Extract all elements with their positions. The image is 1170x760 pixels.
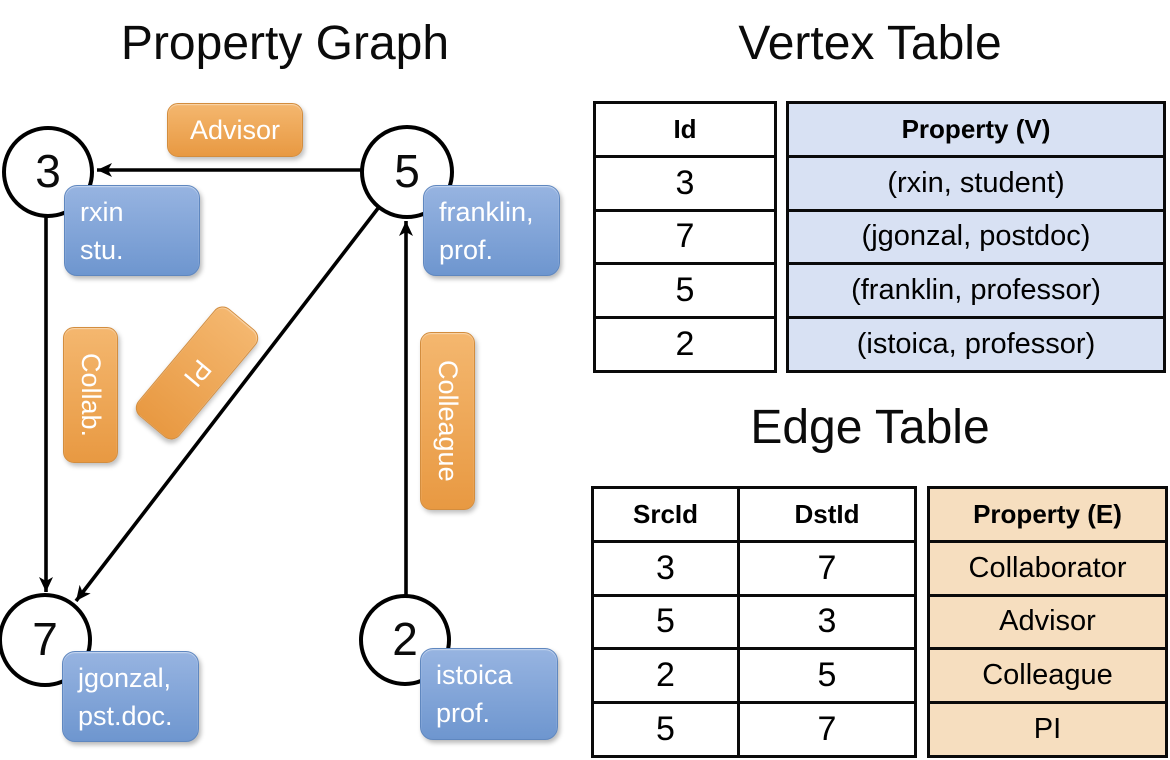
edge-table-property-column: Property (E) Collaborator Advisor Collea… <box>927 486 1168 758</box>
node-id-2: 2 <box>392 612 418 665</box>
node-id-5: 5 <box>394 144 420 197</box>
table-row: PI <box>1033 713 1062 746</box>
node-id-3: 3 <box>35 144 61 197</box>
vertex-property-line: stu. <box>80 235 124 265</box>
table-cell: 5 <box>594 596 740 648</box>
table-cell: 7 <box>817 548 837 587</box>
vertex-property-line: franklin, <box>439 197 534 227</box>
vertex-property-line: prof. <box>439 235 494 265</box>
vertex-property-box-jgonzal: jgonzal, pst.doc. <box>62 651 199 742</box>
table-cell: 2 <box>594 650 740 702</box>
vertex-property-box-franklin: franklin, prof. <box>423 185 560 276</box>
edge-label-advisor: Advisor <box>167 103 303 157</box>
table-row: 3 <box>596 158 774 212</box>
table-row: 5 <box>596 265 774 320</box>
edge-label-collab: Collab. <box>63 327 118 463</box>
node-id-7: 7 <box>32 612 58 665</box>
table-row: 5 3 <box>594 596 914 651</box>
vertex-property-box-istoica: istoica prof. <box>420 648 558 740</box>
property-graph-title: Property Graph <box>120 17 450 70</box>
edge-table: SrcId DstId 3 7 5 3 <box>591 486 1168 758</box>
edge-table-header-row: SrcId DstId <box>594 489 914 543</box>
edge-table-header-srcid: SrcId <box>594 489 740 540</box>
edge-5-to-7 <box>74 205 381 603</box>
table-row: 3 7 <box>594 542 914 597</box>
vertex-property-line: pst.doc. <box>78 701 173 731</box>
edge-table-header-dstid: DstId <box>794 498 860 529</box>
table-row: (istoica, professor) <box>856 328 1096 361</box>
vertex-property-line: rxin <box>80 197 124 227</box>
vertex-property-box-rxin: rxin stu. <box>64 185 200 276</box>
vertex-table-id-column: Id 3 7 5 2 <box>593 101 777 373</box>
edge-table-title: Edge Table <box>750 401 990 454</box>
column-gap <box>777 101 786 373</box>
table-cell: 5 <box>594 704 740 755</box>
edge-table-header-property: Property (E) <box>930 489 1165 543</box>
table-row: 5 7 <box>594 704 914 755</box>
graph-canvas <box>0 125 454 687</box>
vertex-property-line: istoica <box>436 660 513 690</box>
table-row: 7 <box>596 212 774 266</box>
table-row: 2 5 <box>594 650 914 705</box>
vertex-table-header-id: Id <box>596 104 774 158</box>
vertex-table-property-column: Property (V) (rxin, student) (jgonzal, p… <box>786 101 1166 373</box>
table-row: (jgonzal, postdoc) <box>789 212 1163 266</box>
table-row: Collaborator <box>930 543 1165 597</box>
table-row: (rxin, student) <box>789 158 1163 212</box>
table-row: Advisor <box>930 597 1165 651</box>
vertex-table: Id 3 7 5 2 Property (V) (rxin, student) <box>593 101 1166 373</box>
edge-table-ids-columns: SrcId DstId 3 7 5 3 <box>591 486 917 758</box>
edge-label-colleague: Colleague <box>420 332 475 510</box>
vertex-property-line: jgonzal, <box>78 663 172 693</box>
table-cell: 3 <box>817 602 837 641</box>
table-cell: 5 <box>817 656 837 695</box>
column-gap <box>917 486 927 758</box>
table-cell: 3 <box>594 542 740 594</box>
table-row: 2 <box>675 325 695 364</box>
vertex-table-title: Vertex Table <box>738 17 1002 70</box>
table-row: Colleague <box>930 650 1165 705</box>
vertex-table-header-property: Property (V) <box>789 104 1163 158</box>
table-row: (franklin, professor) <box>789 265 1163 320</box>
vertex-property-line: prof. <box>436 698 491 728</box>
table-cell: 7 <box>817 710 837 749</box>
